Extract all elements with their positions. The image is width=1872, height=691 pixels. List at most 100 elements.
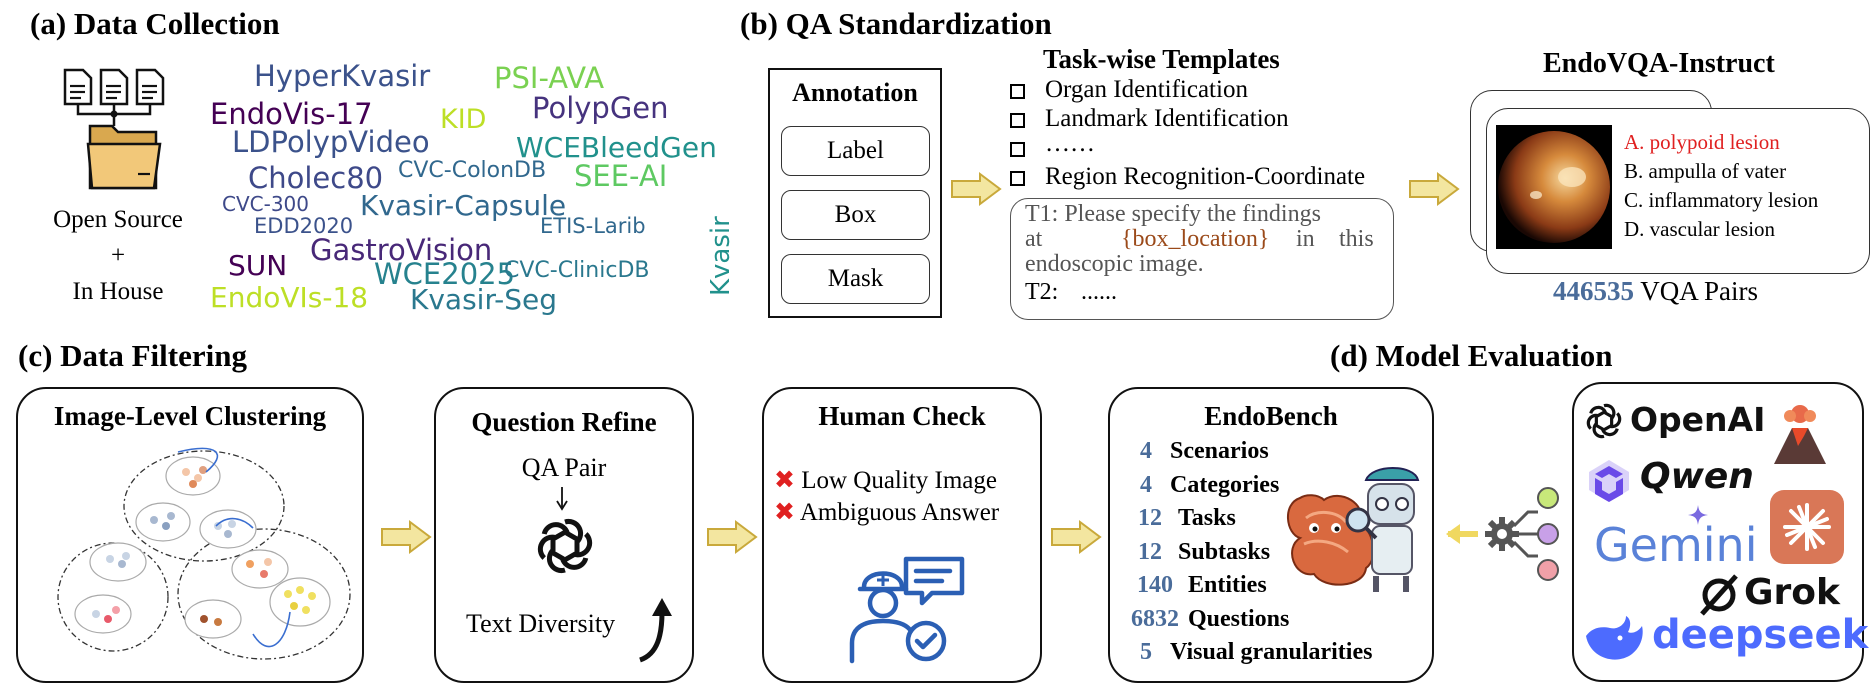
bench-row: 4 Categories <box>1130 472 1279 499</box>
endobench-panel: EndoBench <box>1108 387 1434 683</box>
source-plus: + <box>110 242 126 269</box>
annotation-title: Annotation <box>792 78 918 107</box>
templates-title: Task-wise Templates <box>1043 44 1280 74</box>
bench-row-label: Categories <box>1170 471 1280 498</box>
bench-row-number: 4 <box>1140 471 1152 498</box>
bench-row-label: Questions <box>1188 605 1290 632</box>
vqa-pairs-caption: 446535 VQA Pairs <box>1553 276 1758 307</box>
clustering-panel: Image-Level Clustering <box>16 387 364 683</box>
claude-logo-icon <box>1770 490 1844 564</box>
dataset-cvc-clinicdb: CVC-ClinicDB <box>504 258 650 283</box>
bench-row: 12 Tasks <box>1130 505 1236 532</box>
question-refine-title: Question Refine <box>471 407 657 437</box>
dataset-polypgen: PolypGen <box>532 91 669 125</box>
template-t1-line1: T1: Please specify the findings <box>1025 201 1321 227</box>
arrow-right-icon <box>707 520 758 554</box>
annotation-label: Label <box>781 126 930 176</box>
dataset-cvc-colondb: CVC-ColonDB <box>398 158 547 183</box>
cross-icon: ✖ <box>774 465 795 494</box>
section-title-data-collection: (a) Data Collection <box>30 6 280 41</box>
template-t1-at: at <box>1025 226 1043 252</box>
cluster-diagram <box>57 447 351 660</box>
document-folder-icon <box>63 68 165 190</box>
template-example-box: T1: Please specify the findings at {box_… <box>1010 198 1394 320</box>
source-line-open: Open Source <box>53 206 183 233</box>
arrow-right-icon <box>1409 172 1460 206</box>
dataset-hyperkvasir: HyperKvasir <box>254 59 431 93</box>
dataset-psi-ava: PSI-AVA <box>494 61 605 95</box>
bench-row-label: Tasks <box>1178 505 1236 531</box>
template-t1-this: this <box>1339 226 1374 252</box>
human-check-title: Human Check <box>818 401 986 431</box>
dataset-wcebleedgen: WCEBleedGen <box>516 131 717 164</box>
openai-logo-icon <box>537 518 593 574</box>
template-organ: Organ Identification <box>1045 76 1248 103</box>
template-ellipsis: …… <box>1045 130 1095 157</box>
deepseek-whale-icon <box>1586 616 1643 660</box>
endobench-title: EndoBench <box>1204 401 1338 431</box>
bench-row-label: Subtasks <box>1178 538 1271 565</box>
dataset-cvc-300: CVC-300 <box>222 192 310 216</box>
vqa-pairs-count: 446535 <box>1553 276 1634 306</box>
human-check-panel: Human Check ✖ Low Quality Image ✖ Ambigu… <box>762 387 1042 683</box>
dataset-endovis-17: EndoVis-17 <box>210 97 373 131</box>
qwen-logo-icon <box>1589 460 1629 502</box>
section-title-model-evaluation: (d) Model Evaluation <box>1330 338 1613 373</box>
dataset-endovis-18: EndoVIs-18 <box>210 281 369 314</box>
dataset-kid: KID <box>440 104 487 135</box>
checkbox-icon <box>1010 171 1025 186</box>
template-t1-in: in <box>1296 226 1315 252</box>
check-ambiguous: Ambiguous Answer <box>799 499 1000 526</box>
annotation-panel: Annotation Label Box Mask <box>768 68 942 318</box>
check-row-ambiguous: ✖ Ambiguous Answer <box>774 497 999 527</box>
dataset-etis-larib: ETIS-Larib <box>540 214 646 238</box>
dataset-kvasir-capsule: Kvasir-Capsule <box>360 189 567 222</box>
model-deepseek: deepseek <box>1652 612 1869 658</box>
check-low-quality: Low Quality Image <box>801 467 997 494</box>
qa-pair-label: QA Pair <box>521 453 607 482</box>
arrow-down-icon <box>556 487 568 511</box>
dataset-gastrovision: GastroVision <box>310 233 493 267</box>
arrow-right-icon <box>951 172 1002 206</box>
section-title-data-filtering: (c) Data Filtering <box>18 338 247 373</box>
annotation-mask: Mask <box>781 254 930 304</box>
template-t2: T2: <box>1025 279 1059 305</box>
mascot-illustration <box>1287 467 1420 592</box>
bench-row: 4 Scenarios <box>1130 438 1269 465</box>
model-openai: OpenAI <box>1630 400 1766 439</box>
bench-row-label: Entities <box>1188 572 1267 598</box>
bench-row: 6832 Questions <box>1130 606 1289 633</box>
arrow-right-icon <box>381 520 432 554</box>
text-diversity-label: Text Diversity <box>466 609 616 638</box>
dataset-cholec80: Cholec80 <box>248 161 384 195</box>
nurse-review-icon <box>849 556 965 664</box>
bench-row-number: 6832 <box>1131 605 1179 632</box>
template-landmark: Landmark Identification <box>1045 105 1289 132</box>
vqa-option-b: B. ampulla of vater <box>1624 159 1787 183</box>
bench-row-number: 12 <box>1138 538 1162 565</box>
bench-row-label: Scenarios <box>1170 438 1269 464</box>
bench-row: 12 Subtasks <box>1130 539 1270 566</box>
dataset-edd2020: EDD2020 <box>254 214 354 238</box>
source-line-inhouse: In House <box>72 278 164 305</box>
gemini-sparkle-icon <box>1688 505 1708 525</box>
model-gemini: Gemini <box>1594 518 1758 572</box>
cross-icon: ✖ <box>774 497 795 526</box>
dataset-sun: SUN <box>228 249 288 282</box>
vqa-pairs-label: VQA Pairs <box>1640 276 1759 306</box>
grok-logo-icon <box>1700 574 1738 616</box>
bench-row-number: 12 <box>1138 505 1162 531</box>
vqa-option-a: A. polypoid lesion <box>1624 130 1780 154</box>
dataset-wce2025: WCE2025 <box>374 257 516 291</box>
section-title-qa-standardization: (b) QA Standardization <box>740 6 1052 41</box>
arrow-right-icon <box>1051 520 1102 554</box>
model-grok: Grok <box>1744 572 1840 613</box>
checkbox-icon <box>1010 113 1025 128</box>
template-region: Region Recognition-Coordinate <box>1045 163 1366 190</box>
bench-row-number: 4 <box>1140 438 1152 464</box>
bench-row-number: 5 <box>1140 639 1152 665</box>
dataset-see-ai: SEE-AI <box>574 159 668 193</box>
instruct-title: EndoVQA-Instruct <box>1543 48 1775 79</box>
